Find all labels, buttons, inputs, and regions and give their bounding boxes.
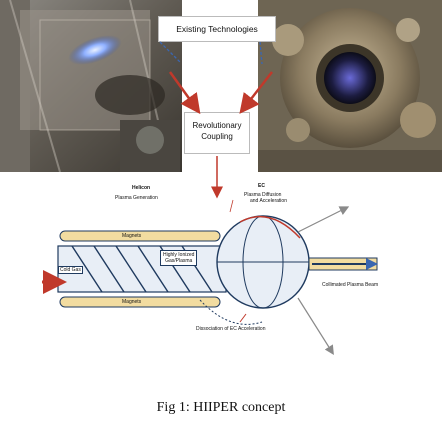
ionized-line-2: Gas/Plasma — [165, 258, 193, 264]
dashed-link-left — [159, 41, 181, 63]
cold-gas-label: Cold Gas — [58, 266, 83, 274]
coupling-arrow-left — [168, 71, 201, 115]
ec-field-arc — [239, 215, 301, 239]
grey-arrow-down — [297, 297, 334, 356]
helicon-coil — [71, 245, 213, 293]
magnet-bottom — [59, 296, 221, 308]
ec-title: EC — [258, 183, 265, 189]
figure-caption: Fig 1: HIIPER concept — [156, 400, 286, 415]
collimated-beam-label: Collimated Plasma Beam — [322, 282, 379, 288]
magnets-top-label: Magnets — [122, 233, 142, 239]
helicon-photo — [0, 0, 182, 172]
existing-technologies-label: Existing Technologies — [158, 16, 276, 42]
ec-chamber-photo — [258, 0, 442, 172]
magnet-top — [59, 230, 221, 242]
coupling-line-2: Coupling — [201, 132, 233, 141]
helicon-subtitle: Plasma Generation — [115, 195, 158, 201]
helicon-title: Helicon — [132, 185, 151, 191]
dissociation-label: Dissociation of EC Acceleration — [196, 326, 266, 332]
dashed-link-right — [259, 41, 263, 65]
ec-label-pointer — [229, 199, 234, 213]
dissociation-arc — [199, 299, 263, 325]
helicon-tube — [57, 245, 227, 293]
ec-subtitle-1: Plasma Diffusion — [244, 192, 282, 198]
ionized-line-1: Highly Ionized — [163, 252, 195, 258]
ec-subtitle-2: and Acceleration — [250, 198, 287, 204]
coupling-arrow-right — [239, 71, 273, 114]
magnets-bottom-label: Magnets — [122, 299, 142, 305]
ionized-gas-label: Highly Ionized Gas/Plasma — [160, 250, 198, 266]
coupling-line-1: Revolutionary — [192, 121, 242, 130]
dissociation-pointer — [239, 313, 247, 323]
grey-arrow-up — [297, 206, 350, 233]
revolutionary-coupling-label: Revolutionary Coupling — [184, 112, 250, 154]
